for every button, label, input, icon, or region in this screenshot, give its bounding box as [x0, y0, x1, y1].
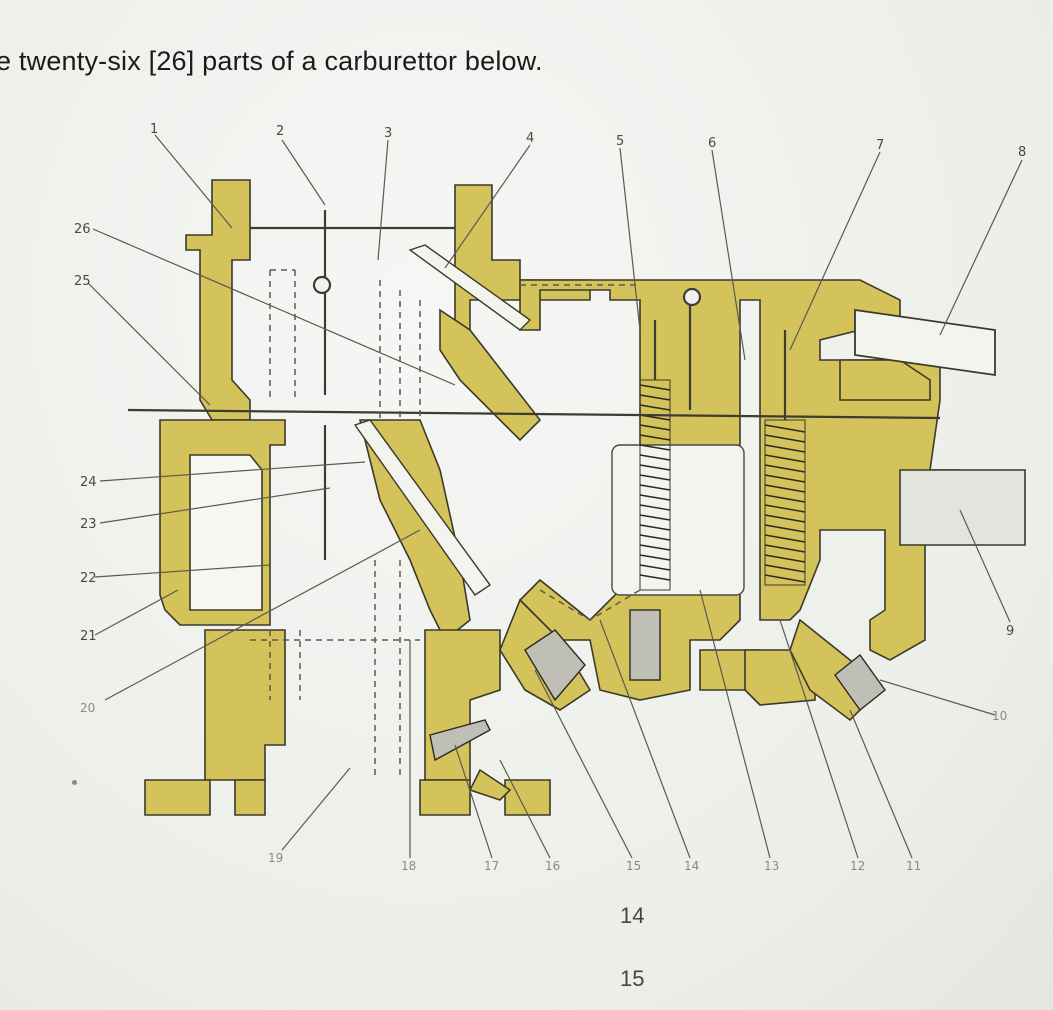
label-6: 6: [708, 136, 716, 151]
label-12: 12: [850, 859, 865, 873]
label-22: 22: [80, 571, 97, 586]
label-1: 1: [150, 122, 158, 137]
label-18: 18: [401, 859, 416, 873]
label-4: 4: [526, 131, 534, 146]
label-16: 16: [545, 859, 560, 873]
shafts: [127, 210, 941, 560]
part-labels: 1 2 3 4 5 6 7 8 9 10 11 12 13 14 15 16 1…: [74, 122, 1026, 873]
fuel-inlet-pipe: [854, 308, 996, 377]
leader-lines: [87, 134, 1023, 859]
label-8: 8: [1018, 145, 1026, 160]
instruction-text: e twenty-six [26] parts of a carburettor…: [0, 46, 543, 76]
label-7: 7: [876, 138, 884, 153]
label-3: 3: [384, 126, 392, 141]
label-10: 10: [992, 709, 1007, 723]
label-21: 21: [80, 629, 97, 644]
label-2: 2: [276, 124, 284, 139]
label-13: 13: [764, 859, 779, 873]
jets: [429, 609, 886, 762]
label-20: 20: [80, 701, 95, 715]
label-26: 26: [74, 222, 91, 237]
label-17: 17: [484, 859, 499, 873]
emulsion-tube: [353, 244, 532, 596]
bullet-dot: [72, 780, 77, 785]
label-23: 23: [80, 517, 97, 532]
label-19: 19: [268, 851, 283, 865]
label-14: 14: [684, 859, 699, 873]
float: [611, 444, 745, 596]
label-15: 15: [626, 859, 641, 873]
page-number-15[interactable]: 15: [620, 966, 645, 991]
label-25: 25: [74, 274, 91, 289]
dashed-passages: [250, 269, 641, 780]
label-5: 5: [616, 134, 624, 149]
label-24: 24: [80, 475, 97, 490]
label-9: 9: [1006, 624, 1014, 639]
page-number-14[interactable]: 14: [620, 903, 645, 928]
carburettor-body: [144, 179, 1026, 816]
label-11: 11: [906, 859, 921, 873]
